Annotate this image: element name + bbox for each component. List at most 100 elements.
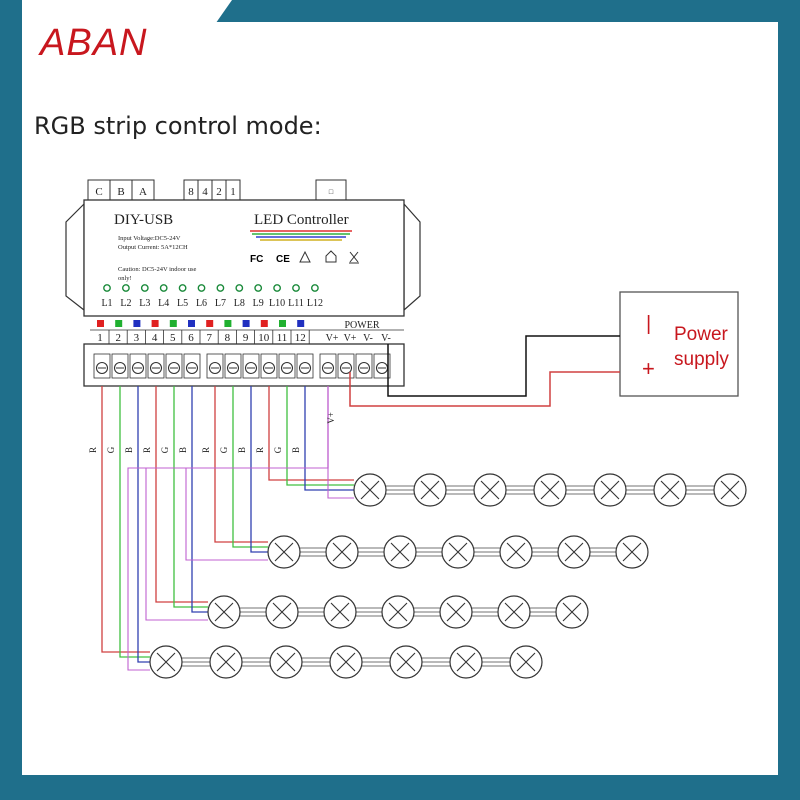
- channel-color-swatch: [206, 320, 214, 327]
- channel-number: 1: [97, 332, 103, 344]
- wire-label: G: [219, 446, 229, 453]
- caution-line-2: only!: [118, 275, 132, 282]
- channel-wire: [304, 386, 354, 491]
- power-supply: | + Power supply: [349, 291, 739, 407]
- dip-tab-label: 4: [202, 186, 208, 198]
- caution-line-1: Caution: DC5-24V indoor use: [118, 266, 197, 273]
- channel-color-swatch: [151, 320, 159, 327]
- power-supply-box: [619, 291, 739, 397]
- wire-label: G: [106, 446, 116, 453]
- vplus-wire: [145, 386, 329, 621]
- power-terminal-label: V+: [344, 333, 357, 344]
- supply-positive-wire: [349, 371, 620, 407]
- led-label: L7: [215, 298, 226, 309]
- vplus-wire: [127, 386, 329, 671]
- left-mount-ear: [65, 202, 85, 312]
- wire-label: B: [124, 447, 134, 453]
- channel-wire: [119, 386, 150, 658]
- controller-name: LED Controller: [254, 212, 349, 228]
- led-label: L4: [158, 298, 169, 309]
- wire-label: R: [201, 447, 211, 453]
- input-voltage: Input Voltage:DC5-24V: [118, 235, 181, 242]
- power-terminal-label: V+: [326, 333, 339, 344]
- vplus-wire: [185, 386, 329, 561]
- channel-color-swatch: [115, 320, 123, 327]
- channel-number: 8: [225, 332, 231, 344]
- power-terminal-label: V-: [363, 333, 373, 344]
- channel-color-swatch: [242, 320, 250, 327]
- led-indicator-L12: [310, 284, 319, 292]
- led-label: L3: [139, 298, 150, 309]
- power-supply-label-2: supply: [674, 349, 729, 370]
- channel-number: 11: [277, 332, 288, 344]
- power-terminal-label: V-: [381, 333, 391, 344]
- channel-wire: [137, 386, 150, 663]
- channel-wire: [232, 386, 268, 548]
- channel-color-swatch: [260, 320, 268, 327]
- channel-color-swatch: [133, 320, 141, 327]
- ce-mark: CE: [276, 254, 290, 265]
- led-indicator-L5: [178, 284, 187, 292]
- led-label: L1: [101, 298, 112, 309]
- led-indicator-L2: [122, 284, 130, 292]
- channel-number: 5: [170, 332, 176, 344]
- led-indicator-L4: [159, 284, 168, 292]
- led-indicator-L6: [197, 284, 206, 292]
- channel-wire: [191, 386, 208, 613]
- wire-label: B: [237, 447, 247, 453]
- wire-label: B: [291, 447, 301, 453]
- led-label: L11: [288, 298, 304, 309]
- dip-tab-label: 1: [230, 186, 236, 198]
- dip-tab-label: 8: [188, 186, 194, 198]
- terminal-screws: [93, 353, 391, 379]
- channel-color-swatch: [169, 320, 177, 327]
- wire-label: R: [88, 447, 98, 453]
- recycle-icon: [299, 250, 311, 263]
- channel-number: 7: [206, 332, 212, 344]
- led-label: L8: [234, 298, 245, 309]
- wire-label: B: [178, 447, 188, 453]
- channel-number: 4: [152, 332, 158, 344]
- power-supply-plus: +: [642, 356, 655, 381]
- led-indicator-L8: [235, 284, 244, 292]
- channel-color-swatch: [279, 320, 286, 327]
- led-label: L2: [120, 298, 131, 309]
- channel-color-swatch: [297, 320, 305, 327]
- supply-negative-wire: [387, 335, 620, 397]
- power-label: POWER: [345, 320, 380, 331]
- channel-number: 10: [258, 332, 270, 344]
- channel-number: 9: [243, 332, 249, 344]
- led-label: L9: [253, 298, 264, 309]
- dip-tab-label: 2: [216, 186, 222, 198]
- controller-model: DIY-USB: [114, 212, 173, 228]
- led-label: L12: [307, 298, 323, 309]
- led-indicator-L7: [216, 284, 225, 292]
- channel-wire: [286, 386, 354, 486]
- channel-number: 2: [115, 332, 121, 344]
- channel-wire: [214, 386, 268, 543]
- output-current: Output Current: 5A*12CH: [118, 244, 188, 251]
- fc-mark: FC: [250, 254, 263, 265]
- page-title: RGB strip control mode:: [34, 112, 322, 140]
- wire-label: R: [255, 447, 265, 453]
- channel-wire: [173, 386, 208, 608]
- channel-color-swatch: [224, 320, 232, 327]
- right-mount-ear: [403, 202, 421, 312]
- brand-logo: ABAN: [40, 22, 148, 64]
- channel-number: 12: [295, 332, 306, 344]
- dip-tab-label: B: [117, 186, 124, 198]
- power-terminal-labels: V+ V+ V- V-: [326, 333, 391, 344]
- channel-wire: [101, 386, 150, 653]
- power-supply-minus: |: [646, 313, 651, 335]
- power-supply-label-1: Power: [674, 324, 729, 345]
- channel-wires: [101, 386, 354, 671]
- usb-port-label: □: [329, 188, 334, 196]
- channel-wire: [155, 386, 208, 603]
